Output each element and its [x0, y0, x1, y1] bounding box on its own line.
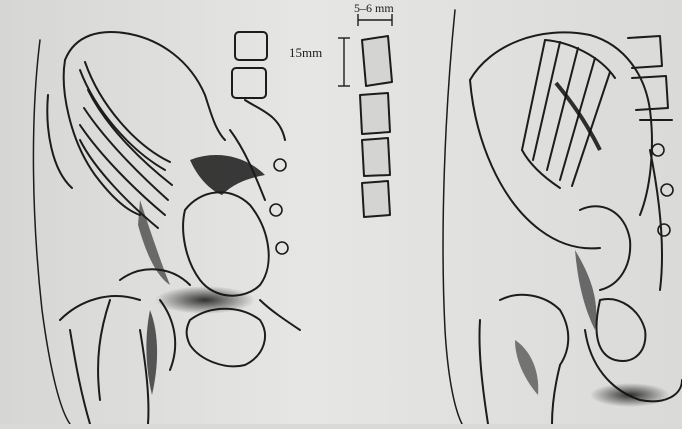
center-segment-column — [360, 36, 392, 217]
segment-height-label: 15mm — [289, 45, 322, 61]
segment-width-label: 5–6 mm — [354, 1, 394, 16]
